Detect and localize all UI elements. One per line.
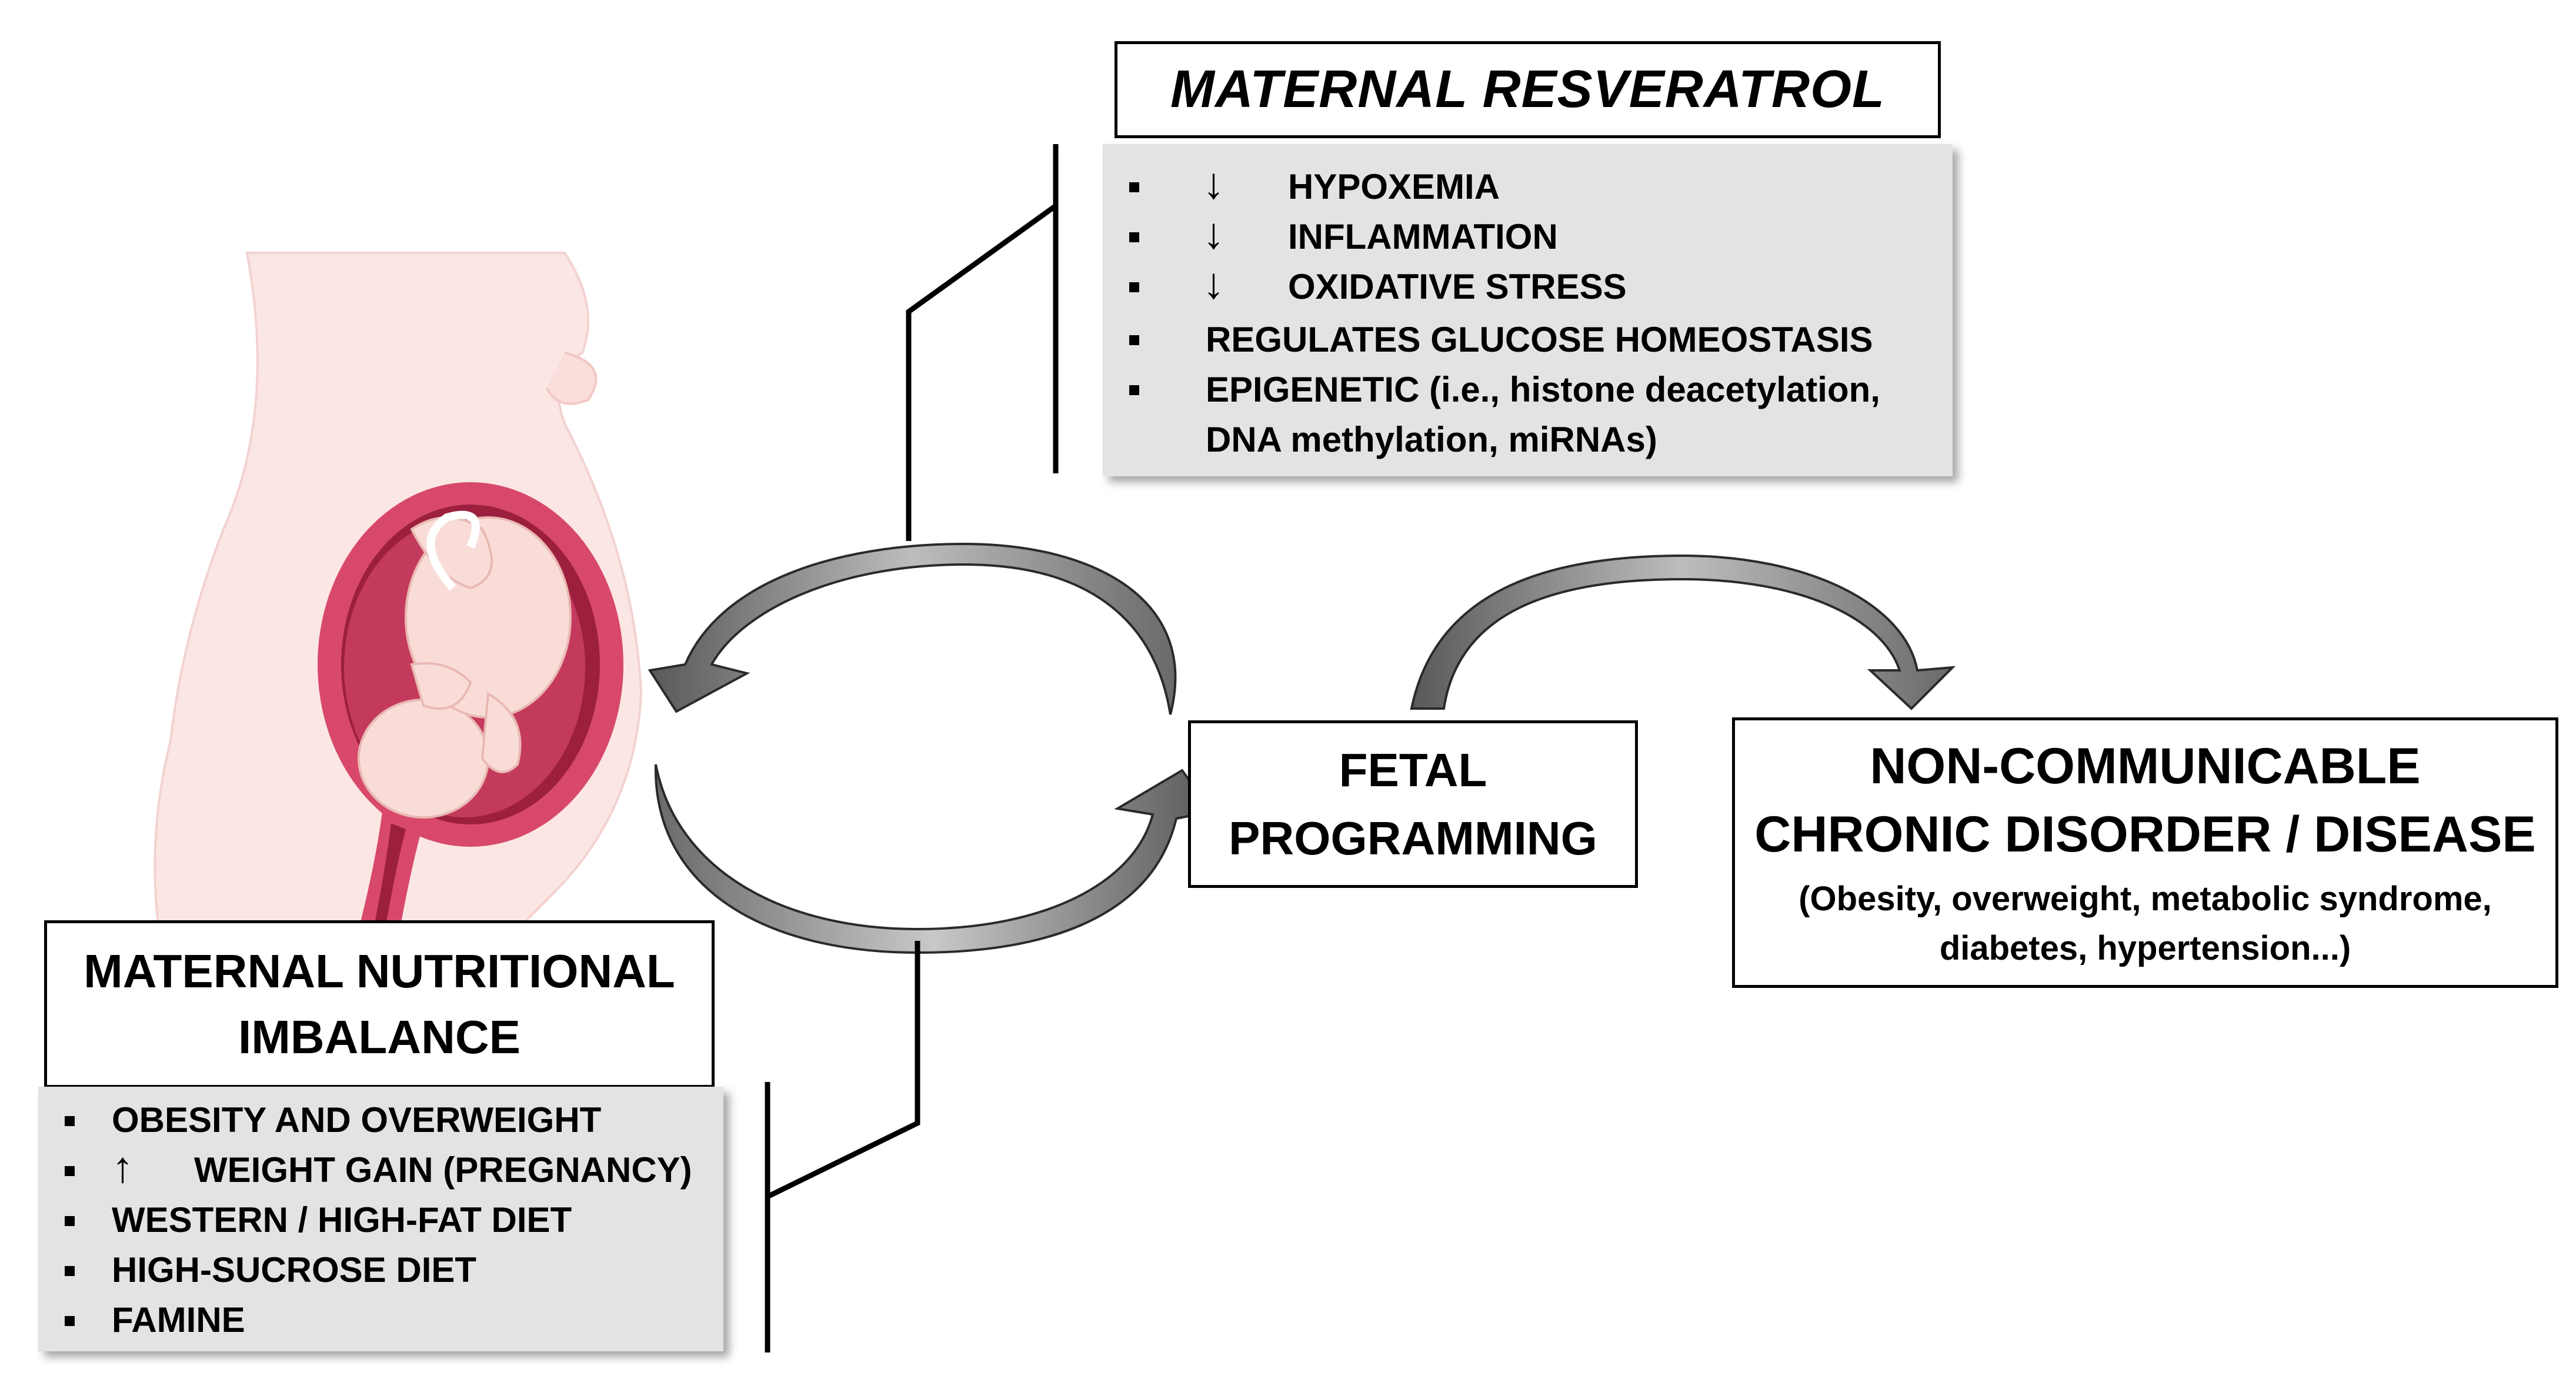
nutritional-title-box: MATERNAL NUTRITIONAL IMBALANCE — [44, 920, 715, 1088]
resveratrol-title: MATERNAL RESVERATROL — [1170, 60, 1885, 119]
down-arrow-icon: ↓ — [1203, 259, 1224, 308]
resveratrol-item: EPIGENETIC (i.e., histone deacetylation, — [1206, 370, 1880, 409]
disease-title-line1: NON-COMMUNICABLE — [1870, 737, 2421, 794]
bullet-icon — [65, 1266, 75, 1276]
resveratrol-item: INFLAMMATION — [1288, 217, 1558, 256]
disease-examples-line1: (Obesity, overweight, metabolic syndrome… — [1798, 880, 2492, 918]
down-arrow-icon: ↓ — [1203, 159, 1224, 208]
resveratrol-item: OXIDATIVE STRESS — [1288, 267, 1627, 306]
fetal-programming-box: FETAL PROGRAMMING — [1188, 720, 1638, 888]
resveratrol-effects-panel: ↓ HYPOXEMIA ↓ INFLAMMATION ↓ OXIDATIVE S… — [1103, 144, 1953, 476]
pregnant-woman-illustration — [154, 251, 643, 930]
bullet-icon — [65, 1116, 75, 1126]
bullet-icon — [1129, 182, 1139, 192]
curved-arrow-left — [648, 542, 1177, 715]
connector-resveratrol — [906, 144, 1059, 541]
up-arrow-icon: ↑ — [112, 1143, 134, 1191]
resveratrol-item: REGULATES GLUCOSE HOMEOSTASIS — [1206, 320, 1873, 359]
fetal-programming-line2: PROGRAMMING — [1229, 811, 1597, 864]
fetus-shape — [358, 516, 572, 819]
nutritional-item: WEIGHT GAIN (PREGNANCY) — [194, 1150, 692, 1190]
resveratrol-item-continuation: DNA methylation, miRNAs) — [1206, 420, 1657, 459]
disease-title-line2: CHRONIC DISORDER / DISEASE — [1754, 806, 2536, 863]
nutritional-item: OBESITY AND OVERWEIGHT — [112, 1100, 602, 1140]
bullet-icon — [1129, 385, 1139, 395]
bullet-icon — [1129, 282, 1139, 292]
resveratrol-item: HYPOXEMIA — [1288, 167, 1500, 206]
disease-box: NON-COMMUNICABLE CHRONIC DISORDER / DISE… — [1732, 717, 2558, 988]
nutritional-factors-panel: OBESITY AND OVERWEIGHT ↑ WEIGHT GAIN (PR… — [38, 1087, 723, 1351]
bullet-icon — [1129, 232, 1139, 242]
nutritional-title-line2: IMBALANCE — [238, 1010, 520, 1063]
bullet-icon — [65, 1216, 75, 1226]
down-arrow-icon: ↓ — [1203, 209, 1224, 258]
connector-nutritional — [765, 941, 920, 1352]
curved-arrow-right — [654, 764, 1214, 954]
breast-shape — [546, 352, 598, 405]
bullet-icon — [1129, 335, 1139, 345]
fetal-programming-line1: FETAL — [1339, 743, 1487, 796]
umbilical-cord-shape — [426, 510, 480, 591]
nutritional-item: HIGH-SUCROSE DIET — [112, 1250, 477, 1290]
curved-arrow-disease — [1410, 554, 1956, 710]
nutritional-title-line1: MATERNAL NUTRITIONAL — [84, 944, 675, 997]
bullet-icon — [65, 1166, 75, 1176]
nutritional-item: WESTERN / HIGH-FAT DIET — [112, 1200, 572, 1240]
bullet-icon — [65, 1316, 75, 1326]
cervix-inner-shape — [373, 823, 406, 929]
disease-examples-line2: diabetes, hypertension...) — [1939, 929, 2351, 968]
resveratrol-title-box: MATERNAL RESVERATROL — [1115, 41, 1941, 138]
nutritional-item: FAMINE — [112, 1300, 245, 1340]
